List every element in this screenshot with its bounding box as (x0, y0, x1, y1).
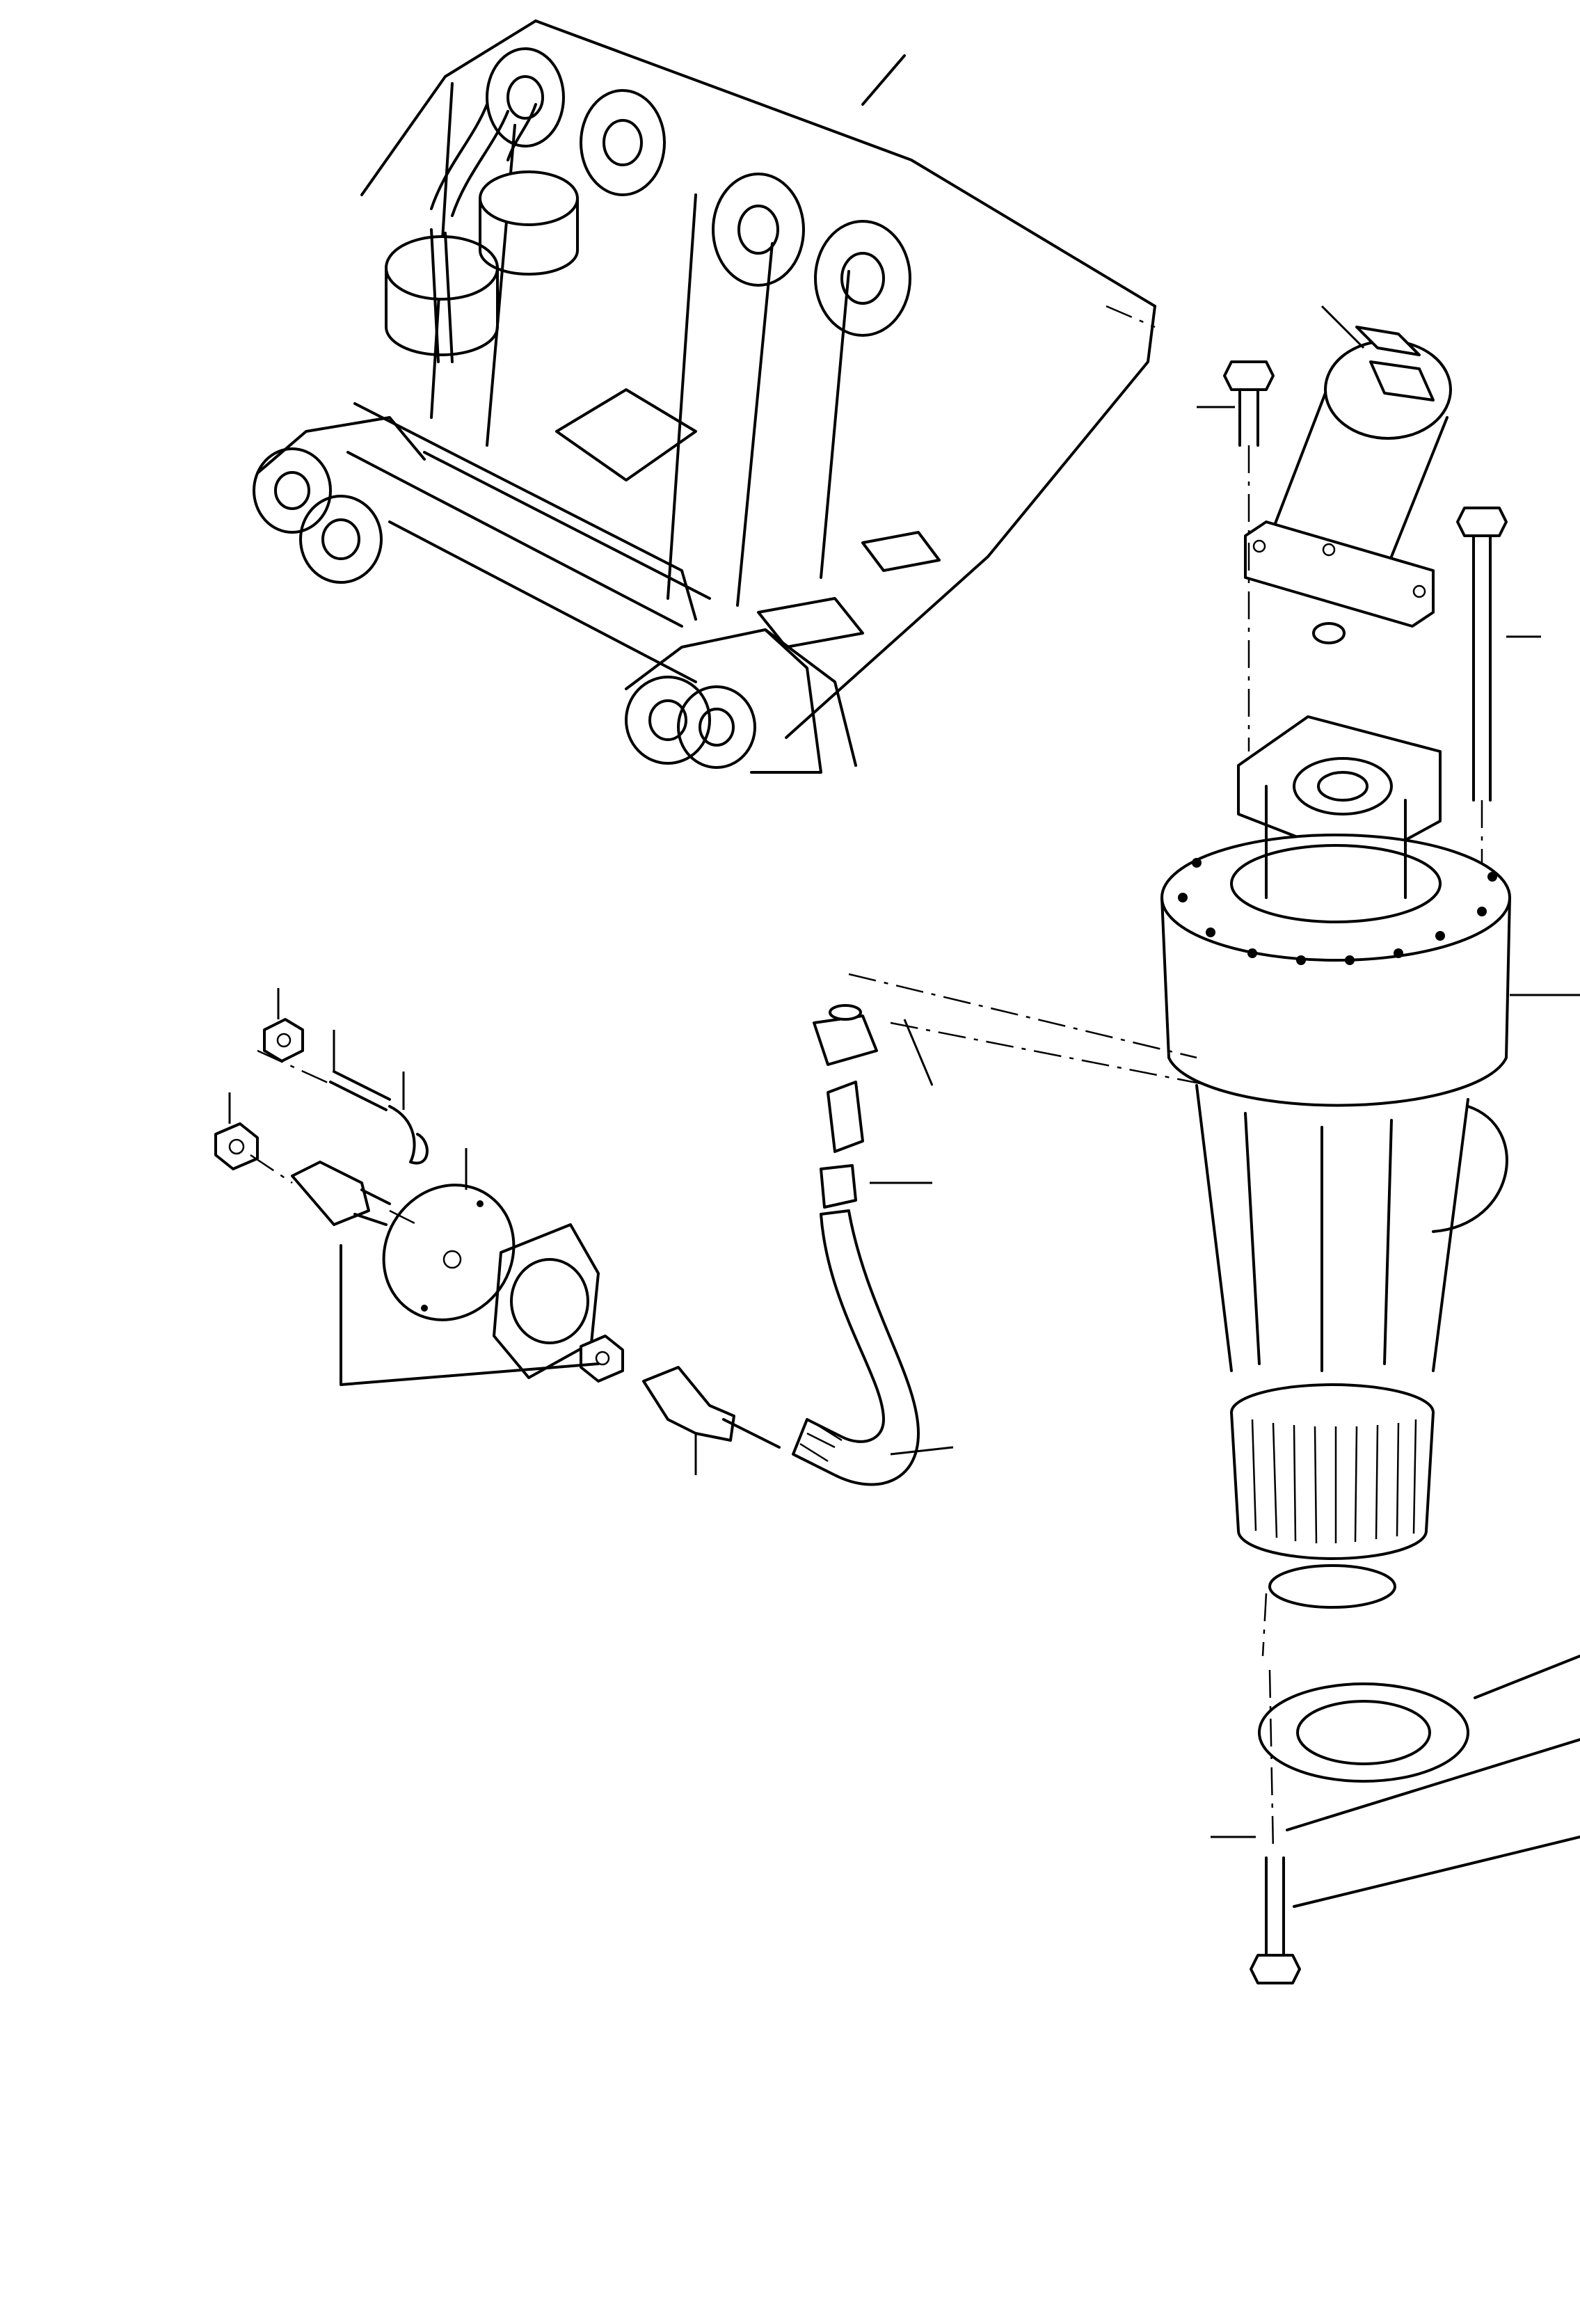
mounting-ring (1258, 1655, 1580, 1908)
small-parts (214, 973, 1211, 1486)
motor-bolt (1223, 360, 1275, 751)
callout-leaders (228, 305, 1580, 1838)
long-bolt (1456, 507, 1508, 932)
swing-gearbox (1160, 715, 1511, 1657)
bottom-bolt (1250, 1669, 1301, 1984)
chassis-frame (253, 19, 1156, 774)
hydraulic-motor (1244, 326, 1452, 644)
